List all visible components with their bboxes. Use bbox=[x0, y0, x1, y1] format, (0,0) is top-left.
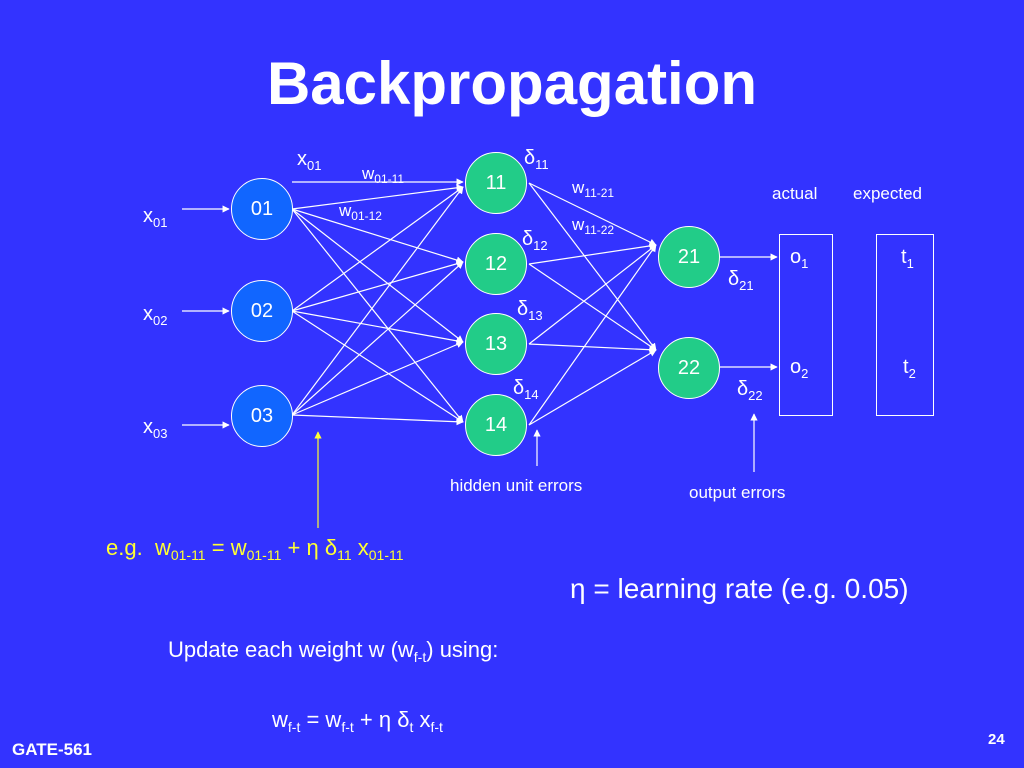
slide-title: Backpropagation bbox=[266, 50, 758, 117]
output-errors-caption: output errors bbox=[689, 483, 786, 502]
edge-input-2-hidden-4 bbox=[291, 310, 464, 423]
expected-t2: t2 bbox=[903, 356, 916, 381]
hidden-errors-caption: hidden unit errors bbox=[450, 476, 583, 495]
hidden-node-11: 11 bbox=[465, 152, 527, 214]
edge-input-1-hidden-4 bbox=[291, 208, 464, 423]
edge-hidden-2-output-2 bbox=[528, 263, 657, 351]
example-equation: e.g. w01-11 = w01-11 + η δ11 x01-11 bbox=[106, 535, 404, 563]
actual-o2: o2 bbox=[790, 356, 809, 381]
actual-box bbox=[779, 234, 833, 416]
weight-label-w01-11: w01-11 bbox=[362, 164, 405, 186]
weight-label-w11-21: w11-21 bbox=[572, 178, 615, 200]
expected-box bbox=[876, 234, 934, 416]
edge-input-3-hidden-2 bbox=[291, 261, 464, 416]
input-node-02: 02 bbox=[231, 280, 293, 342]
hidden-node-14: 14 bbox=[465, 394, 527, 456]
edge-input-1-hidden-2 bbox=[291, 208, 464, 264]
actual-header: actual bbox=[772, 184, 818, 203]
edge-input-1-hidden-1 bbox=[291, 184, 464, 210]
edge-hidden-3-output-2 bbox=[528, 343, 657, 354]
expected-header: expected bbox=[853, 184, 922, 203]
edge-hidden-4-output-1 bbox=[528, 244, 657, 426]
output-node-21: 21 bbox=[658, 226, 720, 288]
input-label-x02: x02 bbox=[143, 303, 168, 328]
edge-input-2-hidden-3 bbox=[291, 310, 464, 345]
page-number: 24 bbox=[988, 731, 1005, 748]
learning-rate-note: η = learning rate (e.g. 0.05) bbox=[570, 573, 909, 604]
edge-hidden-3-output-1 bbox=[528, 244, 657, 345]
edge-input-3-hidden-1 bbox=[291, 186, 464, 416]
input-label-x03: x03 bbox=[143, 416, 168, 441]
update-formula: wf-t = wf-t + η δt xf-t bbox=[272, 707, 443, 735]
footer-course: GATE-561 bbox=[12, 740, 92, 759]
delta-label-12: δ12 bbox=[522, 228, 548, 253]
edge-input-1-hidden-3 bbox=[291, 208, 464, 343]
expected-t1: t1 bbox=[901, 246, 914, 271]
edge-input-2-hidden-1 bbox=[291, 186, 464, 312]
delta-label-21: δ21 bbox=[728, 268, 754, 293]
input-label-x01: x01 bbox=[143, 205, 168, 230]
weight-label-w01-12: w01-12 bbox=[339, 201, 382, 223]
delta-label-22: δ22 bbox=[737, 378, 763, 403]
edge-hidden-1-output-2 bbox=[528, 182, 657, 351]
edge-input-3-hidden-4 bbox=[291, 414, 464, 426]
delta-label-13: δ13 bbox=[517, 298, 543, 323]
actual-o1: o1 bbox=[790, 246, 809, 271]
hidden-node-12: 12 bbox=[465, 233, 527, 295]
edge-input-2-hidden-2 bbox=[291, 260, 464, 312]
edge-hidden-1-output-1 bbox=[528, 182, 657, 246]
edge-input-3-hidden-3 bbox=[291, 341, 464, 416]
top-input-label: x01 bbox=[297, 148, 322, 173]
input-node-01: 01 bbox=[231, 178, 293, 240]
update-instruction: Update each weight w (wf-t) using: bbox=[168, 637, 499, 665]
edge-hidden-4-output-2 bbox=[528, 349, 657, 426]
hidden-node-13: 13 bbox=[465, 313, 527, 375]
output-node-22: 22 bbox=[658, 337, 720, 399]
weight-label-w11-22: w11-22 bbox=[572, 215, 615, 237]
delta-label-11: δ11 bbox=[524, 147, 549, 172]
edge-hidden-2-output-1 bbox=[528, 242, 657, 265]
input-node-03: 03 bbox=[231, 385, 293, 447]
delta-label-14: δ14 bbox=[513, 377, 539, 402]
